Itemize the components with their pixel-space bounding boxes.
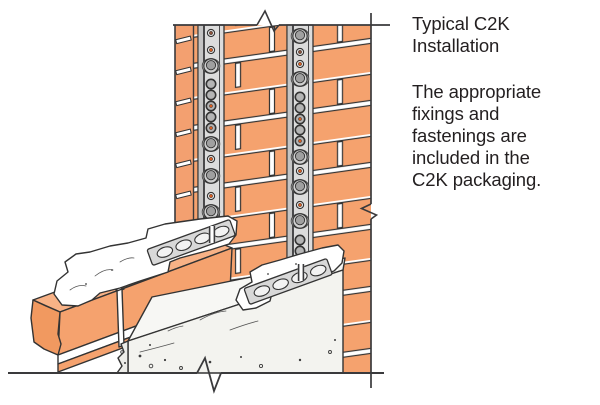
c2k-channel-right <box>286 24 314 273</box>
caption: Typical C2K Installation The appropriate… <box>412 13 592 191</box>
caption-title: Typical C2K Installation <box>412 13 510 56</box>
caption-body: The appropriate fixings and fastenings a… <box>412 81 542 190</box>
break-symbol-top <box>256 9 280 33</box>
channel-tie-right <box>243 258 333 305</box>
ground-line <box>8 355 384 394</box>
break-symbol-bottom <box>196 355 222 394</box>
channel-slot-right <box>297 264 305 281</box>
channel-slot-left <box>208 226 216 243</box>
break-symbol-right <box>359 203 379 220</box>
wall-right-line <box>359 13 379 388</box>
c2k-channel-left <box>197 24 225 235</box>
channel-left-fixings <box>201 28 221 231</box>
